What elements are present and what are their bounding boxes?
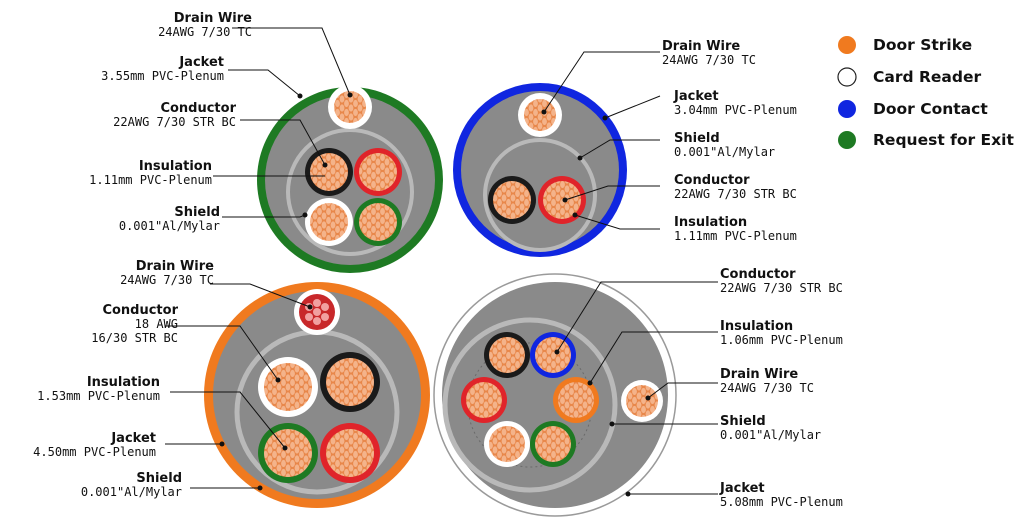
label-insulation-title: Insulation (87, 375, 160, 390)
label-jacket-spec: 3.04mm PVC-Plenum (674, 103, 797, 117)
label-jacket-spec: 3.55mm PVC-Plenum (101, 69, 224, 83)
label-shield-spec: 0.001"Al/Mylar (674, 145, 775, 159)
label-drain-wire-title: Drain Wire (174, 11, 252, 26)
labels-door-strike: Drain Wire 24AWG 7/30 TC Conductor 18 AW… (33, 259, 214, 499)
label-insulation-spec: 1.11mm PVC-Plenum (674, 229, 797, 243)
label-jacket-spec: 5.08mm PVC-Plenum (720, 495, 843, 509)
label-jacket-title: Jacket (110, 431, 156, 446)
labels-door-contact: Drain Wire 24AWG 7/30 TC Jacket 3.04mm P… (662, 39, 797, 243)
legend-label-door-contact: Door Contact (873, 100, 988, 118)
label-jacket-spec: 4.50mm PVC-Plenum (33, 445, 156, 459)
label-insulation-title: Insulation (139, 159, 212, 174)
shield (442, 317, 618, 493)
legend-swatch-door-contact (838, 100, 856, 118)
label-shield-title: Shield (674, 131, 720, 146)
legend-swatch-door-strike (838, 36, 856, 54)
label-insulation-spec: 1.11mm PVC-Plenum (89, 173, 212, 187)
label-conductor-title: Conductor (160, 101, 236, 116)
label-insulation-title: Insulation (674, 215, 747, 230)
label-jacket-title: Jacket (719, 481, 765, 496)
legend-label-card-reader: Card Reader (873, 68, 981, 86)
label-shield-title: Shield (720, 414, 766, 429)
label-shield-spec: 0.001"Al/Mylar (81, 485, 182, 499)
label-shield-title: Shield (174, 205, 220, 220)
legend-label-door-strike: Door Strike (873, 36, 972, 54)
labels-request-for-exit: Drain Wire 24AWG 7/30 TC Jacket 3.55mm P… (89, 11, 252, 233)
label-insulation-spec: 1.06mm PVC-Plenum (720, 333, 843, 347)
label-drain-wire-title: Drain Wire (720, 367, 798, 382)
label-drain-wire-spec: 24AWG 7/30 TC (158, 25, 252, 39)
leader-dots (219, 92, 651, 497)
label-drain-wire-spec: 24AWG 7/30 TC (720, 381, 814, 395)
label-conductor-title: Conductor (102, 303, 178, 318)
label-shield-spec: 0.001"Al/Mylar (720, 428, 821, 442)
label-insulation-title: Insulation (720, 319, 793, 334)
legend-swatch-request-for-exit (838, 131, 856, 149)
legend-label-request-for-exit: Request for Exit (873, 131, 1014, 149)
legend-swatch-card-reader (837, 67, 857, 87)
labels-card-reader: Conductor 22AWG 7/30 STR BC Insulation 1… (719, 267, 843, 509)
label-shield-spec: 0.001"Al/Mylar (119, 219, 220, 233)
label-drain-wire-spec: 24AWG 7/30 TC (662, 53, 756, 67)
cable-card-reader (433, 273, 677, 517)
cable-request-for-exit (257, 85, 443, 273)
shield (286, 128, 414, 256)
label-conductor-spec: 22AWG 7/30 STR BC (674, 187, 797, 201)
label-drain-wire-title: Drain Wire (136, 259, 214, 274)
label-drain-wire-title: Drain Wire (662, 39, 740, 54)
label-conductor-title: Conductor (720, 267, 796, 282)
label-conductor-spec: 22AWG 7/30 STR BC (113, 115, 236, 129)
legend: Door Strike Card Reader Door Contact Req… (837, 36, 1014, 149)
label-jacket-title: Jacket (673, 89, 719, 104)
cable-door-contact (453, 83, 627, 257)
label-conductor-spec-line2: 16/30 STR BC (91, 331, 178, 345)
label-insulation-spec: 1.53mm PVC-Plenum (37, 389, 160, 403)
label-conductor-title: Conductor (674, 173, 750, 188)
cable-door-strike (204, 282, 430, 508)
label-conductor-spec: 22AWG 7/30 STR BC (720, 281, 843, 295)
leader-lines (165, 27, 718, 495)
shield (483, 138, 597, 252)
label-shield-title: Shield (136, 471, 182, 486)
label-jacket-title: Jacket (178, 55, 224, 70)
label-drain-wire-spec: 24AWG 7/30 TC (120, 273, 214, 287)
label-conductor-spec-line1: 18 AWG (135, 317, 178, 331)
